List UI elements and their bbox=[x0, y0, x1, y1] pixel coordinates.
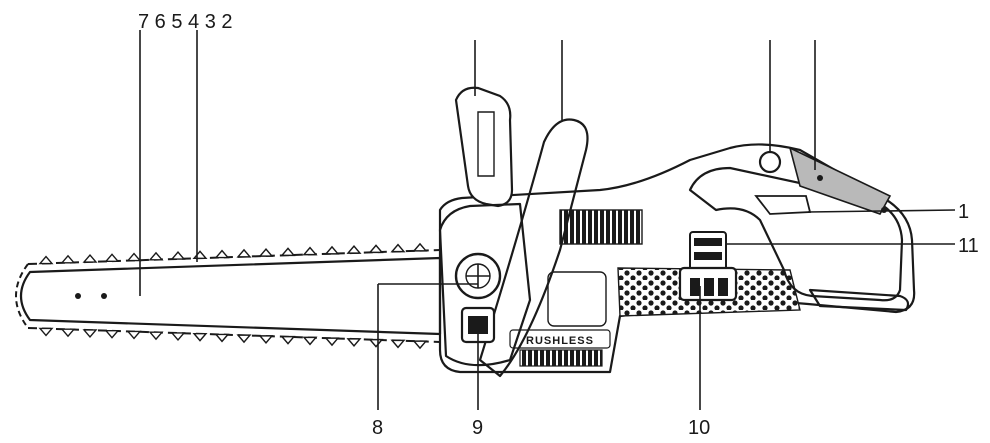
brand-label: RUSHLESS bbox=[526, 335, 594, 347]
chain-tooth bbox=[60, 328, 76, 338]
chain-tooth bbox=[126, 252, 142, 262]
leader-lines bbox=[139, 30, 956, 410]
chain-tooth bbox=[82, 254, 98, 263]
chain-tooth bbox=[192, 332, 208, 342]
trigger-switch bbox=[754, 195, 812, 215]
chain-tooth bbox=[214, 249, 230, 259]
chain-tooth bbox=[38, 255, 54, 265]
chain-tooth bbox=[412, 242, 428, 252]
chain-tooth bbox=[82, 329, 98, 338]
saw-chain bbox=[15, 242, 441, 350]
chain-tooth bbox=[258, 335, 274, 344]
chain-tooth bbox=[280, 247, 296, 257]
chain-tooth bbox=[236, 248, 252, 258]
callout-9: 9 bbox=[472, 417, 483, 439]
chain-tooth bbox=[280, 335, 296, 345]
chain-tooth bbox=[412, 340, 428, 350]
chain-tooth bbox=[104, 329, 120, 339]
side-panel bbox=[547, 271, 607, 327]
chain-tooth bbox=[390, 339, 406, 349]
chain-tooth bbox=[104, 253, 120, 263]
guide-bar bbox=[19, 256, 442, 336]
front-handle bbox=[478, 118, 589, 378]
chain-tooth bbox=[302, 336, 318, 346]
chain-tooth bbox=[170, 332, 186, 341]
callout-10: 10 bbox=[688, 417, 710, 439]
callout-11: 11 bbox=[958, 235, 979, 257]
chain-tooth bbox=[148, 251, 164, 261]
chain-tooth bbox=[236, 334, 252, 344]
chain-tooth bbox=[324, 337, 340, 347]
battery-pack bbox=[678, 231, 738, 302]
callout-8: 8 bbox=[372, 417, 383, 439]
chain-tooth bbox=[148, 331, 164, 341]
chain-tooth bbox=[368, 338, 384, 348]
chain-tooth bbox=[346, 245, 362, 254]
chain-tooth bbox=[170, 251, 186, 260]
chain-tooth bbox=[192, 250, 208, 260]
front-hand-guard bbox=[454, 86, 514, 208]
chain-tooth bbox=[302, 246, 318, 256]
air-vents bbox=[559, 209, 643, 245]
sprocket-cover bbox=[438, 202, 532, 367]
chain-tooth bbox=[258, 248, 274, 257]
callout-top-row: 7 6 5 4 3 2 bbox=[138, 11, 233, 33]
lower-vents bbox=[519, 349, 603, 367]
chain-teeth-top bbox=[38, 242, 428, 265]
chain-tooth bbox=[368, 244, 384, 254]
chain-tooth bbox=[38, 327, 54, 337]
chain-teeth-bottom bbox=[38, 327, 428, 350]
lock-off-button bbox=[758, 150, 782, 174]
chain-tooth bbox=[346, 338, 362, 347]
chain-tooth bbox=[390, 243, 406, 253]
callout-1: 1 bbox=[958, 201, 969, 223]
chain-tooth bbox=[214, 333, 230, 343]
chain-tooth bbox=[60, 254, 76, 264]
chain-tooth bbox=[324, 245, 340, 255]
chain-tooth bbox=[126, 330, 142, 340]
